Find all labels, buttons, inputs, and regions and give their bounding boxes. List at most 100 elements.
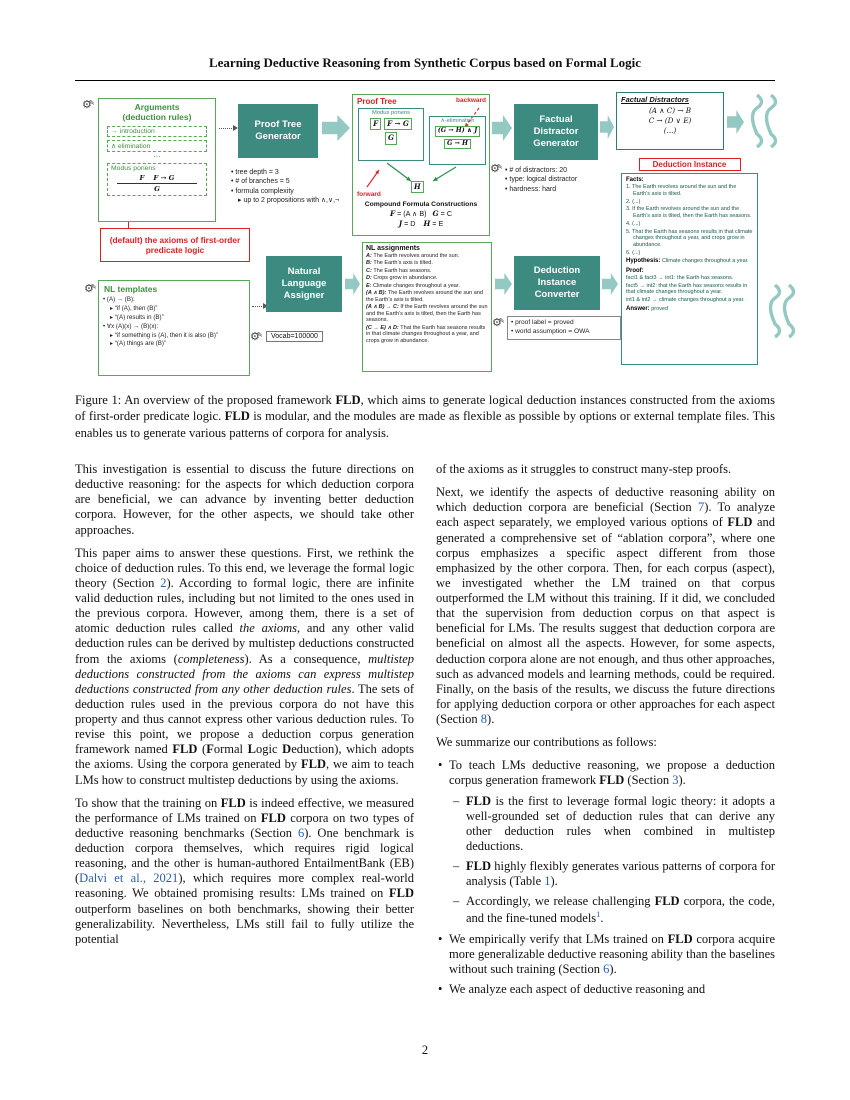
arguments-title: Arguments (deduction rules) [122, 102, 192, 123]
list-item: B: The Earth’s axis is tilted. [366, 260, 433, 267]
hypothesis-label: Hypothesis: [626, 258, 661, 265]
flow-arrow [727, 110, 744, 134]
list-item: “(A) things are (B)” [103, 340, 245, 348]
figure-caption: Figure 1: An overview of the proposed fr… [75, 393, 775, 440]
list-item: C: The Earth has seasons. [366, 267, 432, 274]
list-item: 3. If the Earth revolves around the sun … [626, 206, 752, 220]
list-item: tree depth = 3 [231, 168, 343, 177]
list-item: fact1 & fact3 → int1: the Earth has seas… [626, 274, 734, 281]
text-link[interactable]: 3 [672, 773, 679, 788]
figure-1-diagram: ⚙✎ Arguments (deduction rules) → introdu… [0, 88, 850, 388]
flow-arrow [600, 115, 614, 139]
paragraph: We summarize our contributions as follow… [436, 735, 657, 750]
rule-and-elimination: ∧ elimination [107, 140, 207, 153]
list-item: proof label = proved [511, 319, 617, 328]
list-item: fact5 → int2: that the Earth has seasons… [626, 282, 748, 296]
deduction-instance-box: Deduction Instance Facts: 1. The Earth r… [621, 158, 758, 372]
paragraph: This paper aims to answer these question… [75, 545, 415, 787]
list-item: int1 & int2 → climate changes throughout… [626, 297, 745, 304]
converter-options: proof label = provedworld assumption = O… [507, 316, 621, 340]
list-item: E: Climate changes throughout a year. [366, 282, 460, 289]
list-item: D: Crops grow in abundance. [366, 275, 438, 282]
list-item: up to 2 propositions with ∧,∨,¬ [231, 196, 343, 205]
text-link[interactable]: 2 [160, 575, 167, 590]
list-item: A: The Earth revolves around the sun. [366, 253, 460, 259]
answer-value: proved [651, 305, 669, 312]
list-item: 6. (...) [626, 249, 641, 256]
text-link[interactable]: 1 [596, 909, 601, 920]
options-gear-icon: ⚙✎ [84, 283, 97, 295]
hypothesis-text: Climate changes throughout a year. [661, 258, 749, 265]
text-link[interactable]: 7 [697, 500, 705, 515]
nl-assignment-items: A: The Earth revolves around the sun.B: … [366, 253, 488, 344]
list-item: (A ∧ C) → B [648, 106, 691, 115]
pencil-icon: ✎ [256, 332, 263, 339]
list-item: 1. The Earth revolves around the sun and… [626, 184, 737, 198]
text-link[interactable]: Dalvi et al., 2021 [79, 871, 179, 886]
list-item: # of branches = 5 [231, 177, 343, 186]
and-elimination-group: ∧-elimination (G → H) ∧ J G → H [429, 116, 486, 165]
list-item: “if something is (A), then it is also (B… [103, 332, 245, 340]
bullet-item: FLD is the first to leverage formal logi… [436, 794, 775, 855]
flow-arrow [322, 115, 350, 141]
running-header: Learning Deductive Reasoning from Synthe… [75, 55, 775, 81]
deduction-instance-content: Facts: 1. The Earth revolves around the … [621, 173, 758, 365]
proof-tree-generator-module: Proof Tree Generator [238, 104, 318, 158]
formula-f: F [370, 118, 382, 131]
left-column: This investigation is essential to discu… [75, 462, 414, 1002]
formula-g: G [385, 132, 397, 145]
list-item: type: logical distractor [505, 175, 611, 184]
body-columns: This investigation is essential to discu… [75, 462, 775, 1002]
facts-list: 1. The Earth revolves around the sun and… [626, 184, 753, 256]
axioms-note: (default) the axioms of first-order pred… [100, 228, 250, 262]
list-item: (A ∧ B) → C: If the Earth revolves aroun… [366, 304, 488, 324]
flow-arrow [492, 115, 512, 141]
backward-label: backward [456, 97, 486, 104]
flow-arrow [495, 273, 512, 295]
dotted-connector [219, 125, 238, 131]
list-item: 5. That the Earth has seasons results in… [626, 228, 753, 248]
formula-h: H [411, 181, 424, 194]
list-item: (...) [663, 126, 677, 135]
list-item: # of distractors: 20 [505, 166, 611, 175]
paragraph: This investigation is essential to discu… [75, 462, 414, 537]
nl-assignments-box: NL assignments A: The Earth revolves aro… [362, 242, 492, 372]
deduction-instance-title: Deduction Instance [638, 158, 741, 171]
text-link[interactable]: 1 [544, 874, 551, 889]
list-item: ∀x (A)(x) → (B)(x): [103, 323, 245, 331]
contributions-list: To teach LMs deductive reasoning, we pro… [436, 758, 775, 997]
forward-label: forward [357, 191, 381, 198]
continuation-squiggle [768, 284, 796, 338]
paragraph: To show that the training on FLD is inde… [75, 795, 414, 946]
list-item: 4. (...) [626, 220, 641, 227]
bullet-item: We analyze each aspect of deductive reas… [436, 982, 775, 997]
list-item: (A) → (B): [103, 296, 245, 304]
options-gear-icon: ⚙✎ [490, 163, 503, 175]
dashed-connector [128, 222, 129, 228]
formula-ghj: (G → H) ∧ J [434, 126, 481, 137]
facts-label: Facts: [626, 177, 644, 183]
paragraph: of the axioms as it struggles to constru… [436, 462, 732, 476]
right-column: of the axioms as it struggles to constru… [436, 462, 775, 1002]
rule-implication-introduction: → introduction [107, 126, 207, 138]
options-gear-icon: ⚙✎ [82, 99, 95, 111]
nl-templates-box: NL templates (A) → (B):“if (A), then (B)… [98, 280, 250, 376]
deduction-instance-converter-module: Deduction Instance Converter [514, 256, 600, 310]
running-title: Learning Deductive Reasoning from Synthe… [208, 55, 641, 70]
answer-line: Answer: proved [626, 306, 753, 313]
vocab-option: Vocab=100000 [266, 331, 323, 342]
list-item: (C → E) ∧ D: That the Earth has seasons … [366, 324, 486, 344]
text-link[interactable]: 6 [603, 961, 610, 976]
distractor-options: # of distractors: 20type: logical distra… [505, 166, 611, 194]
list-item: formula complexity [231, 187, 343, 196]
text-link[interactable]: 8 [480, 712, 488, 726]
text-link[interactable]: 6 [297, 825, 305, 840]
list-item: (A ∧ B): The Earth revolves around the s… [366, 290, 483, 303]
natural-language-assigner-module: Natural Language Assigner [266, 256, 342, 312]
bullet-item: To teach LMs deductive reasoning, we pro… [436, 758, 775, 788]
